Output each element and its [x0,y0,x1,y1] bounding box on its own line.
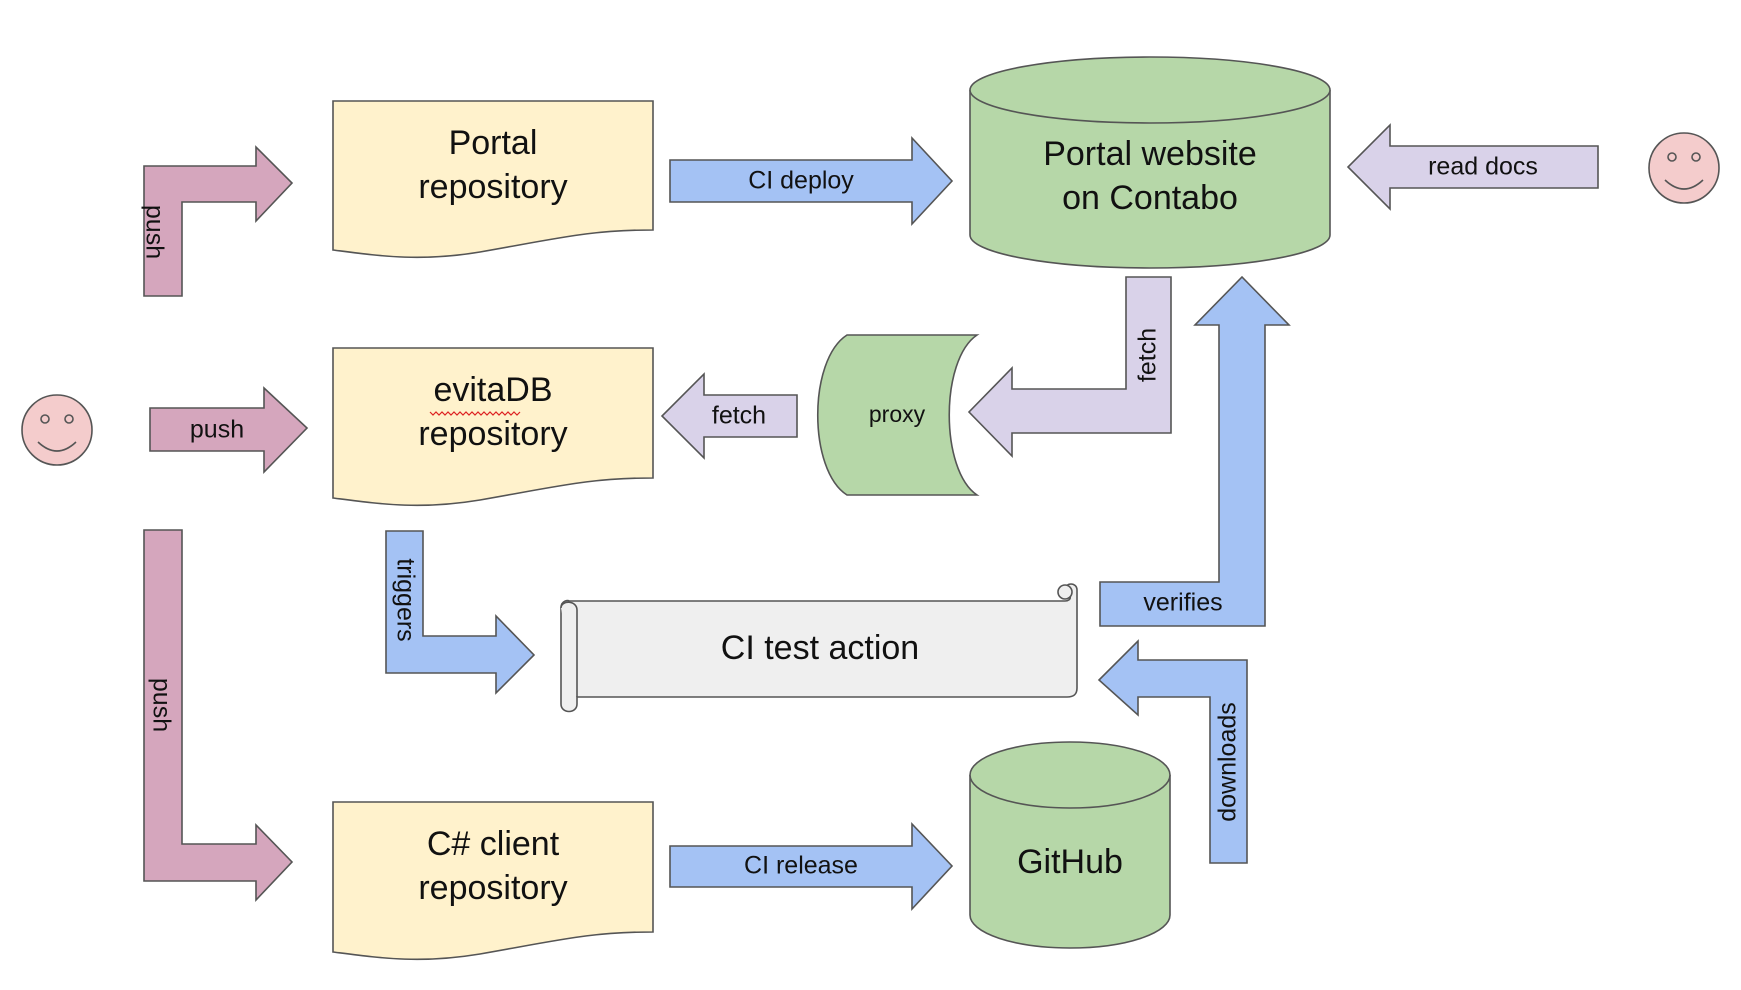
cylinder-top [969,741,1171,809]
scroll-curl-right [1057,584,1073,600]
downloads-label: downloads [1214,702,1242,822]
push-label: push [190,416,244,444]
developer-actor [21,394,93,466]
github-node: GitHub [969,741,1171,949]
github-label: GitHub [1017,843,1123,881]
verifies-label: verifies [1143,589,1222,617]
ci-deploy-arrow: CI deploy [669,135,954,227]
triggers-arrow: triggers [385,530,536,695]
evitadb-repository-line2: repository [418,415,567,453]
push-arrow-csharp: push [143,529,294,903]
push-arrow-portal: push [140,145,294,297]
portal-repository-line1: Portal [449,124,538,162]
stored-data-shape [817,334,980,496]
portal-repository-node: Portal repository [332,100,654,259]
arrow-shape [660,372,798,460]
proxy-label: proxy [869,401,926,427]
push-arrow-evitadb: push [149,386,309,474]
arrow-shape [669,135,954,227]
arrow-shape [149,386,309,474]
ci-test-action-node: CI test action [560,583,1078,713]
cylinder-body [969,90,1331,269]
ci-test-action-label: CI test action [721,629,919,667]
evitadb-repository-line1: evitaDB [433,371,552,409]
fetch-label: fetch [1134,328,1162,382]
fetch-website-proxy-arrow: fetch [967,276,1172,458]
document-shape [332,100,654,259]
document-shape [332,801,654,961]
bent-arrow-shape [385,530,536,695]
downloads-arrow: downloads [1097,639,1248,864]
read-docs-arrow: read docs [1346,123,1599,211]
bent-arrow-shape [967,276,1172,458]
csharp-repository-line1: C# client [427,825,560,863]
document-shape [332,347,654,507]
smiley-face-icon [1648,132,1720,204]
arrow-shape [669,822,954,912]
csharp-repository-node: C# client repository [332,801,654,961]
scroll-curl-left [560,601,578,697]
push-label: push [140,205,168,259]
ci-release-arrow: CI release [669,822,954,912]
bent-arrow-shape [143,529,294,903]
ci-deploy-label: CI deploy [748,167,854,195]
portal-repository-line2: repository [418,168,567,206]
fetch-label: fetch [712,402,766,430]
fetch-proxy-evitadb-arrow: fetch [660,372,798,460]
csharp-repository-line2: repository [418,869,567,907]
read-docs-label: read docs [1428,153,1538,181]
smiley-face-icon [21,394,93,466]
portal-website-line1: Portal website [1043,135,1257,173]
bent-arrow-shape [1099,275,1291,627]
portal-website-node: Portal website on Contabo [969,56,1331,269]
push-label: push [147,678,175,732]
ci-release-label: CI release [744,852,858,880]
proxy-node: proxy [817,334,980,496]
cylinder-body [969,775,1171,949]
verifies-arrow: verifies [1099,275,1291,627]
spellcheck-underline [429,411,521,416]
bent-arrow-shape [143,145,294,297]
reader-actor [1648,132,1720,204]
triggers-label: triggers [391,558,419,641]
cylinder-top [969,56,1331,124]
portal-website-line2: on Contabo [1062,179,1238,217]
bent-arrow-shape [1097,639,1248,864]
evitadb-repository-node: evitaDB repository [332,347,654,507]
arrow-shape [1346,123,1599,211]
